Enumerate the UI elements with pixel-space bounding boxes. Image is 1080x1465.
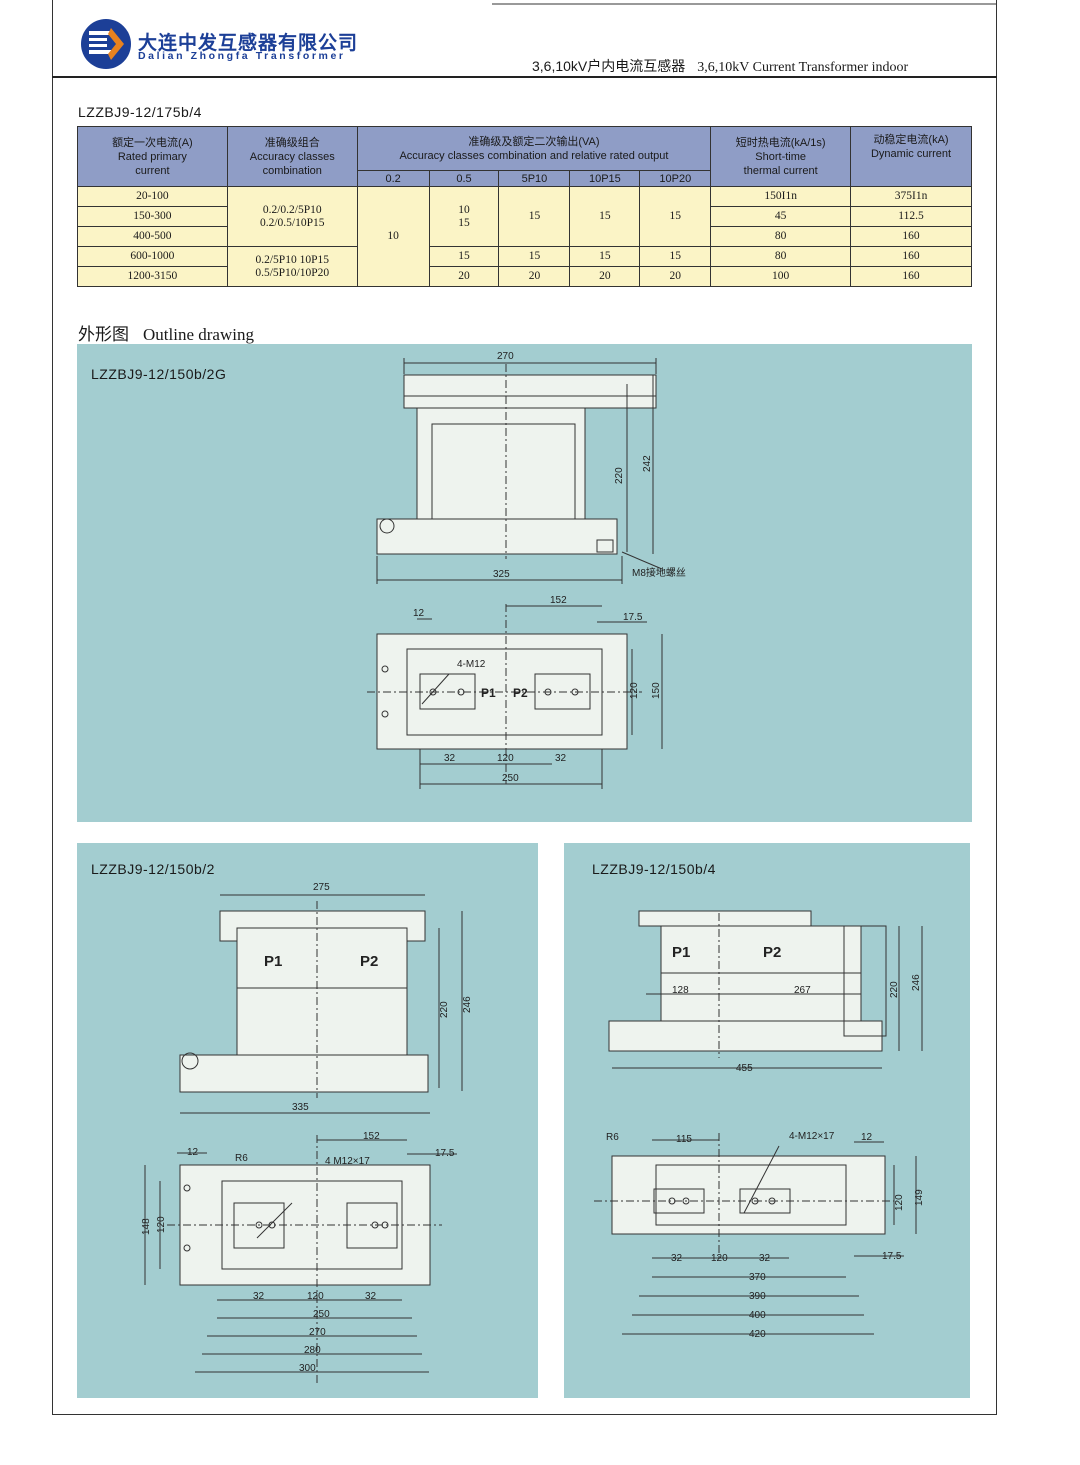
table-row: 600-1000 0.2/5P10 10P15 0.5/5P10/10P20 1… (77, 246, 972, 287)
dim-246: 246 (911, 974, 922, 991)
dim-120: 120 (307, 1291, 324, 1302)
header-rule (52, 76, 997, 78)
thread-m12-label: 4 M12×17 (325, 1156, 370, 1167)
dim-120-vertical: 120 (156, 1216, 167, 1233)
company-name-en: Dalian Zhongfa Transformer (138, 50, 346, 62)
ground-screw-label: M8接地螺丝 (632, 566, 686, 579)
sub-col-0.2: 0.2 (356, 170, 430, 187)
dim-120: 120 (629, 682, 640, 699)
terminal-p2: P2 (763, 944, 781, 961)
terminal-p2: P2 (513, 686, 528, 700)
dim-149: 149 (914, 1189, 925, 1206)
table-row: 1200-3150 20 20 20 20 100 160 (77, 266, 972, 287)
dim-275: 275 (313, 882, 330, 893)
dim-17.5: 17.5 (435, 1148, 455, 1159)
dim-335: 335 (292, 1102, 309, 1113)
dim-150: 150 (651, 682, 662, 699)
header-title-cn: 3,6,10kV户内电流互感器 (532, 58, 686, 74)
dim-120-bottom: 120 (497, 753, 514, 764)
thread-m12-label: 4-M12 (457, 659, 486, 670)
drawing-title: LZZBJ9-12/150b/4 (592, 861, 716, 877)
top-rule (492, 3, 996, 5)
outline-drawing-150b-2g: 270 325 M8接地螺丝 220 242 152 12 17.5 4-M12… (367, 351, 686, 789)
dim-32-right: 32 (365, 1291, 377, 1302)
dim-300: 300 (299, 1363, 316, 1374)
sub-col-10p15: 10P15 (569, 170, 641, 187)
drawing-title: LZZBJ9-12/150b/2 (91, 861, 215, 877)
dim-270: 270 (309, 1327, 326, 1338)
drawing-title: LZZBJ9-12/150b/2G (91, 366, 227, 382)
dim-128: 128 (672, 985, 689, 996)
table-row: 400-500 80 160 (77, 226, 972, 247)
table-row: 20-100 0.2/0.2/5P10 0.2/0.5/10P15 10 10 … (77, 186, 972, 287)
col-dynamic-header: 动稳定电流(kA) Dynamic current (850, 126, 972, 187)
dim-120: 120 (711, 1253, 728, 1264)
drawing-panel-150b-2g: LZZBJ9-12/150b/2G (77, 344, 972, 822)
dim-32-right: 32 (759, 1253, 771, 1264)
terminal-p1: P1 (264, 953, 282, 970)
table-row: 150-300 45 112.5 (77, 206, 972, 227)
spec-model-title: LZZBJ9-12/175b/4 (78, 104, 202, 120)
dim-148: 148 (141, 1218, 152, 1235)
col-accuracy-header: 准确级组合 Accuracy classes combination (226, 126, 358, 187)
drawing-panel-150b-2: LZZBJ9-12/150b/2 (77, 843, 538, 1398)
header-title: 3,6,10kV户内电流互感器 3,6,10kV Current Transfor… (532, 56, 908, 76)
dim-267: 267 (794, 985, 811, 996)
outline-drawing-150b-2: 275 P1 P2 220 246 335 12 R6 152 17.5 4 M… (141, 882, 473, 1383)
dim-400: 400 (749, 1310, 766, 1321)
dim-12: 12 (861, 1132, 873, 1143)
dim-220: 220 (889, 981, 900, 998)
dim-120-vertical: 120 (894, 1194, 905, 1211)
radius-r6: R6 (606, 1132, 619, 1143)
sub-col-10p20: 10P20 (639, 170, 712, 187)
dim-12: 12 (187, 1147, 199, 1158)
dim-370: 370 (749, 1272, 766, 1283)
dim-152: 152 (550, 595, 567, 606)
page-border-left (52, 0, 53, 1415)
outline-drawing-150b-4: P1 P2 128 267 220 246 455 R6 115 4-M12×1… (594, 910, 925, 1340)
terminal-p1: P1 (672, 944, 690, 961)
dim-280: 280 (304, 1345, 321, 1356)
dim-220: 220 (439, 1001, 450, 1018)
dim-115: 115 (676, 1134, 692, 1145)
sub-col-0.5: 0.5 (428, 170, 500, 187)
dim-250: 250 (313, 1309, 330, 1320)
dim-246: 246 (462, 996, 473, 1013)
dim-17.5: 17.5 (882, 1251, 902, 1262)
dim-455: 455 (736, 1063, 753, 1074)
dim-420: 420 (749, 1329, 766, 1340)
col-thermal-header: 短时热电流(kA/1s) Short-time thermal current (710, 126, 852, 187)
dim-220: 220 (614, 467, 625, 484)
dim-32-right: 32 (555, 753, 567, 764)
dim-242: 242 (642, 455, 653, 472)
terminal-p2: P2 (360, 953, 378, 970)
dim-17.5: 17.5 (623, 612, 643, 623)
company-name-cn: 大连中发互感器有限公司 (138, 33, 359, 54)
thread-m12-label: 4-M12×17 (789, 1131, 835, 1142)
sub-col-5p10: 5P10 (498, 170, 571, 187)
dim-12: 12 (413, 608, 425, 619)
radius-r6: R6 (235, 1153, 248, 1164)
dim-152: 152 (363, 1131, 380, 1142)
zhongfa-logo-icon (81, 19, 131, 69)
drawing-panel-150b-4: LZZBJ9-12/150b/4 (564, 843, 970, 1398)
terminal-p1: P1 (481, 686, 496, 700)
dim-270: 270 (497, 351, 514, 362)
dim-250: 250 (502, 773, 519, 784)
spec-table: 额定一次电流(A) Rated primary current 准确级组合 Ac… (77, 126, 972, 287)
col-output-header: 准确级及额定二次输出(VA) Accuracy classes combinat… (356, 126, 712, 171)
dim-32-left: 32 (253, 1291, 265, 1302)
page-border-bottom (52, 1414, 997, 1415)
dim-325: 325 (493, 569, 510, 580)
dim-390: 390 (749, 1291, 766, 1302)
page-border-right (996, 0, 997, 1415)
col-primary-header: 额定一次电流(A) Rated primary current (77, 126, 228, 187)
header-title-en: 3,6,10kV Current Transformer indoor (697, 60, 909, 75)
dim-32-left: 32 (671, 1253, 683, 1264)
dim-32-left: 32 (444, 753, 456, 764)
